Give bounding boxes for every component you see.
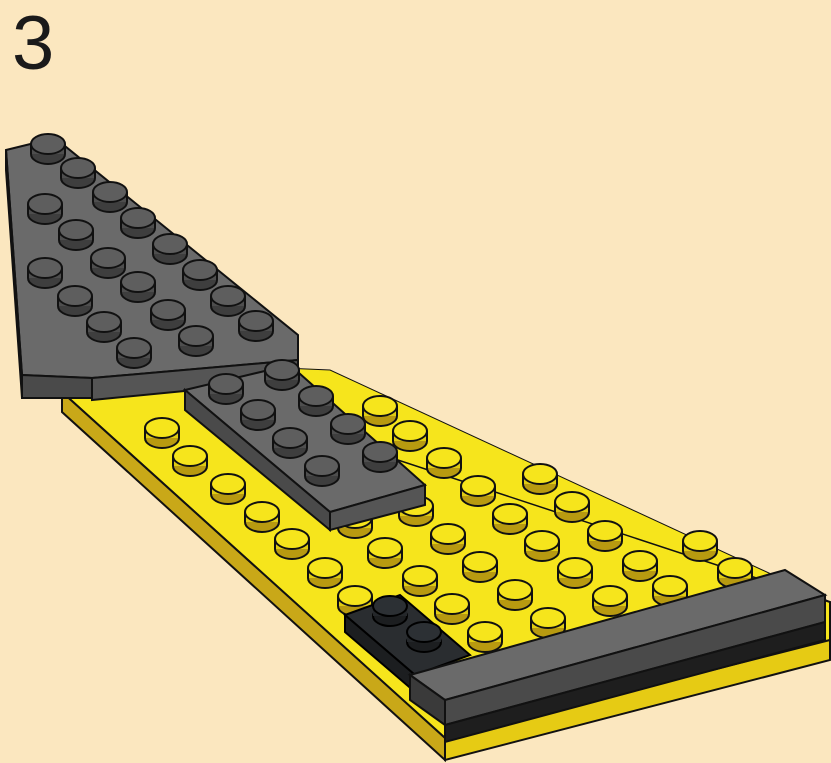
- dark-gray-wedge-plate: [6, 134, 298, 400]
